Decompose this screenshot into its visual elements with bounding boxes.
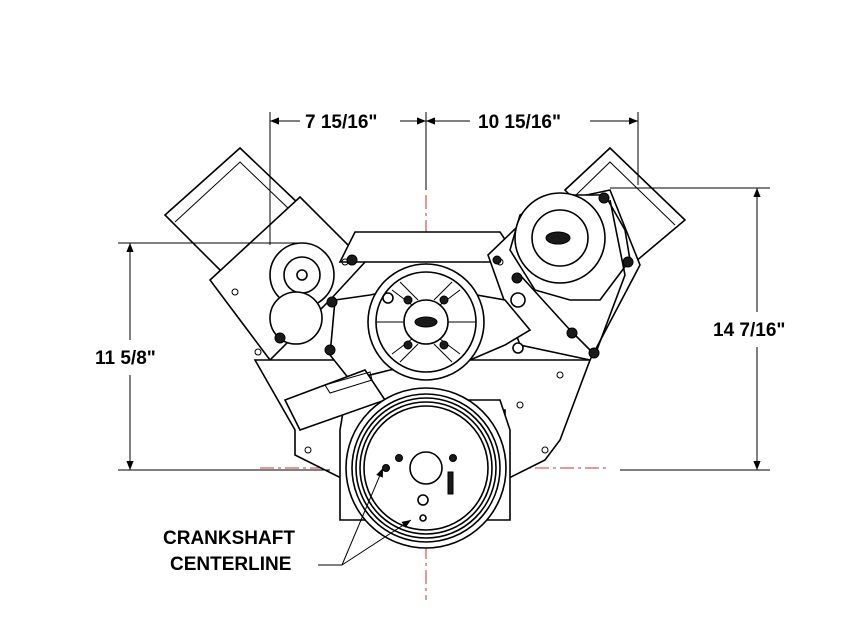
dimension-left-offset-label: 7 15/16" <box>305 112 377 133</box>
dimension-right-height-label: 14 7/16" <box>713 320 785 341</box>
dimension-top <box>269 112 639 245</box>
callout-leaders <box>318 467 412 566</box>
crankshaft-pulley <box>345 387 507 549</box>
dimension-left <box>118 242 330 471</box>
callout-line-1: CRANKSHAFT <box>163 528 295 549</box>
left-pulley-assembly <box>269 242 358 356</box>
callout-line-2: CENTERLINE <box>170 554 291 575</box>
dimension-right-offset-label: 10 15/16" <box>478 112 561 133</box>
dimension-left-height-label: 11 5/8" <box>95 348 156 369</box>
water-pump-pulley <box>367 263 526 381</box>
right-pulley-assembly <box>492 192 634 359</box>
dimension-right <box>610 187 770 471</box>
